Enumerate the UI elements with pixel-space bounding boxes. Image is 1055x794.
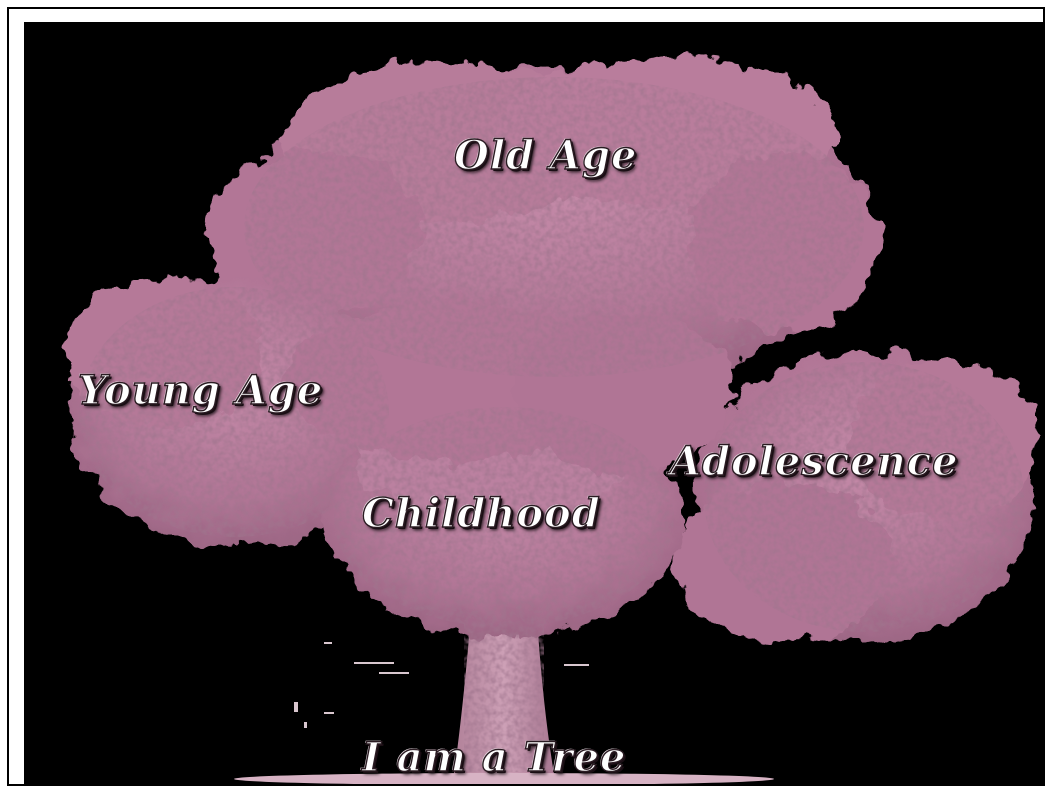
tree-photo: Old Age Young Age Adolescence Childhood … [24,22,1044,784]
label-adolescence: Adolescence [670,438,959,485]
caption-i-am-a-tree: I am a Tree [362,734,626,781]
label-childhood: Childhood [362,490,601,537]
foliage-texture [79,77,1024,772]
label-young-age: Young Age [78,367,323,414]
label-old-age: Old Age [454,132,637,179]
